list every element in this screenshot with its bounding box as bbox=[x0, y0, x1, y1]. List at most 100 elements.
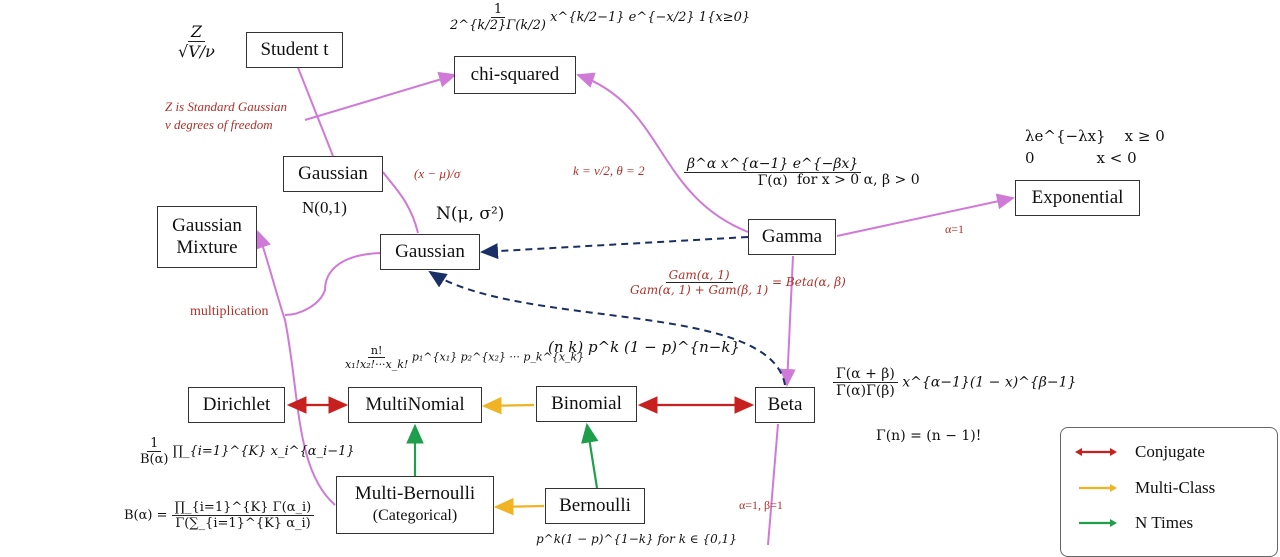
k-theta-label: k = v/2, θ = 2 bbox=[573, 163, 645, 178]
node-beta: Beta bbox=[755, 387, 815, 423]
legend-item-multi-class: Multi-Class bbox=[1075, 478, 1215, 498]
chi-pdf-num: 1 bbox=[490, 2, 506, 18]
multinomial-pdf-num: n! bbox=[367, 344, 386, 358]
chi-pdf-den: 2^{k/2}Γ(k/2) bbox=[450, 18, 546, 33]
edge-beta-to-gaussian-dashed bbox=[428, 270, 786, 386]
edge-gamma-to-beta bbox=[779, 255, 796, 387]
edge-gamma-to-exponential bbox=[836, 193, 1015, 237]
chi-pdf-rest: x^{k/2−1} e^{−x/2} 1{x≥0} bbox=[550, 10, 751, 25]
alpha-one-label: α=1 bbox=[945, 222, 965, 236]
beta-function: B(α) = ∏_{i=1}^{K} Γ(α_i)Γ(∑_{i=1}^{K} α… bbox=[124, 500, 315, 531]
node-gaussian-standard-label: Gaussian bbox=[298, 163, 368, 184]
legend-n-times-swatch bbox=[1079, 519, 1117, 527]
legend-n-times-label: N Times bbox=[1135, 513, 1194, 532]
dirichlet-pdf-rest: ∏_{i=1}^{K} x_i^{α_i−1} bbox=[172, 444, 355, 459]
node-bernoulli: Bernoulli bbox=[545, 488, 645, 524]
diagram-canvas bbox=[255, 59, 1015, 545]
legend-item-conjugate: Conjugate bbox=[1075, 442, 1205, 462]
gamma-pdf-den: Γ(α) bbox=[757, 173, 788, 189]
beta-function-num: ∏_{i=1}^{K} Γ(α_i) bbox=[171, 500, 315, 516]
gam-ratio-eq: = Beta(α, β) bbox=[772, 275, 846, 289]
node-student-t-label: Student t bbox=[260, 39, 329, 60]
edge-gaussian-to-student-t bbox=[294, 59, 334, 157]
standard-normal-label: N(0,1) bbox=[302, 198, 347, 217]
node-gaussian-standard: Gaussian bbox=[283, 156, 383, 192]
exponential-pdf-line-2: 0 x < 0 bbox=[1025, 149, 1137, 167]
node-gaussian: Gaussian bbox=[380, 234, 480, 270]
multinomial-pdf-rest: p₁^{x₁} p₂^{x₂} ··· p_k^{x_k} bbox=[411, 350, 585, 364]
node-multinomial: MultiNomial bbox=[348, 387, 482, 423]
edge-to-gaussian-mixture bbox=[255, 230, 336, 506]
edge-gaussian-to-chi-squared bbox=[304, 71, 457, 121]
node-binomial-label: Binomial bbox=[551, 393, 622, 414]
node-student-t: Student t bbox=[246, 32, 343, 68]
edge-gaussian-multiplication bbox=[284, 252, 381, 316]
gamma-pdf: β^α x^{α−1} e^{−βx}Γ(α) bbox=[684, 156, 862, 189]
node-bernoulli-label: Bernoulli bbox=[559, 495, 631, 516]
legend-multi-class-swatch bbox=[1079, 484, 1117, 492]
edge-bernoulli-to-multi-bernoulli bbox=[493, 497, 545, 516]
node-dirichlet-label: Dirichlet bbox=[202, 394, 271, 415]
bernoulli-pdf: p^k(1 − p)^{1−k} for k ∈ {0,1} bbox=[536, 532, 737, 546]
node-multi-bernoulli-label: Multi-Bernoulli bbox=[354, 483, 476, 504]
legend: Conjugate Multi-Class N Times bbox=[1060, 427, 1278, 557]
node-gaussian-mixture-label-1: Gaussian bbox=[172, 215, 242, 236]
exponential-pdf: λe^{−λx} x ≥ 0 0 x < 0 bbox=[1025, 125, 1165, 169]
legend-conjugate-label: Conjugate bbox=[1135, 442, 1205, 461]
legend-item-n-times: N Times bbox=[1075, 513, 1193, 533]
beta-pdf-den: Γ(α)Γ(β) bbox=[836, 383, 895, 399]
legend-multi-class-label: Multi-Class bbox=[1135, 478, 1216, 497]
edge-gaussian-to-standard-gaussian bbox=[382, 171, 419, 234]
edge-beta-down bbox=[767, 423, 779, 545]
beta-pdf-rest: x^{α−1}(1 − x)^{β−1} bbox=[902, 374, 1077, 391]
node-multi-bernoulli: Multi-Bernoulli (Categorical) bbox=[336, 476, 494, 534]
node-gaussian-mixture: Gaussian Mixture bbox=[157, 206, 257, 268]
legend-conjugate-swatch bbox=[1075, 448, 1117, 456]
edge-bernoulli-to-binomial bbox=[581, 422, 599, 489]
node-gamma: Gamma bbox=[748, 219, 836, 255]
node-multinomial-label: MultiNomial bbox=[365, 394, 465, 415]
alpha-beta-one-label: α=1, β=1 bbox=[739, 498, 783, 512]
node-gamma-label: Gamma bbox=[761, 226, 823, 247]
student-t-formula-den: √V/ν bbox=[178, 42, 215, 61]
node-exponential-label: Exponential bbox=[1031, 187, 1124, 208]
multiplication-label: multiplication bbox=[190, 304, 269, 319]
gam-ratio: Gam(α, 1)Gam(α, 1) + Gam(β, 1) = Beta(α,… bbox=[630, 268, 846, 297]
node-chi-squared: chi-squared bbox=[454, 56, 576, 94]
node-dirichlet: Dirichlet bbox=[188, 387, 285, 423]
beta-function-lhs: B(α) = bbox=[124, 508, 168, 523]
node-chi-squared-label: chi-squared bbox=[470, 64, 560, 85]
node-beta-label: Beta bbox=[767, 394, 803, 415]
edge-gamma-to-chi-squared bbox=[576, 72, 749, 233]
node-gaussian-mixture-label-2: Mixture bbox=[176, 237, 238, 258]
node-gaussian-label: Gaussian bbox=[395, 241, 465, 262]
z-note-line-1: Z is Standard Gaussian bbox=[165, 99, 287, 114]
edge-gamma-to-gaussian-dashed bbox=[480, 236, 749, 260]
node-exponential: Exponential bbox=[1015, 180, 1140, 216]
edge-binomial-to-multinomial bbox=[481, 396, 535, 415]
multinomial-pdf: n!x₁!x₂!···x_k! p₁^{x₁} p₂^{x₂} ··· p_k^… bbox=[345, 344, 584, 371]
student-t-formula: Z√V/ν bbox=[178, 22, 215, 61]
multinomial-pdf-den: x₁!x₂!···x_k! bbox=[345, 358, 409, 371]
normal-params-label: N(μ, σ²) bbox=[436, 204, 505, 224]
student-t-formula-num: Z bbox=[187, 22, 205, 42]
node-binomial: Binomial bbox=[536, 386, 637, 422]
binomial-pdf: (n k) p^k (1 − p)^{n−k} bbox=[548, 338, 740, 356]
exponential-pdf-line-1: λe^{−λx} x ≥ 0 bbox=[1025, 127, 1165, 145]
gamma-domain: for x > 0 α, β > 0 bbox=[797, 172, 920, 188]
z-note-line-2: v degrees of freedom bbox=[165, 117, 273, 132]
gamma-pdf-num: β^α x^{α−1} e^{−βx} bbox=[684, 156, 862, 173]
beta-function-den: Γ(∑_{i=1}^{K} α_i) bbox=[175, 516, 311, 531]
gam-ratio-den: Gam(α, 1) + Gam(β, 1) bbox=[630, 283, 769, 297]
gamma-function-label: Γ(n) = (n − 1)! bbox=[876, 428, 982, 444]
beta-pdf-num: Γ(α + β) bbox=[833, 366, 898, 383]
node-multi-bernoulli-sublabel: (Categorical) bbox=[372, 507, 458, 524]
dirichlet-pdf-num: 1 bbox=[147, 436, 162, 452]
beta-pdf: Γ(α + β)Γ(α)Γ(β) x^{α−1}(1 − x)^{β−1} bbox=[833, 366, 1076, 399]
z-note: Z is Standard Gaussian v degrees of free… bbox=[165, 98, 287, 134]
dirichlet-pdf-den: B(α) bbox=[140, 452, 169, 467]
standardize-label: (x − μ)/σ bbox=[414, 166, 461, 181]
gam-ratio-num: Gam(α, 1) bbox=[665, 268, 733, 283]
